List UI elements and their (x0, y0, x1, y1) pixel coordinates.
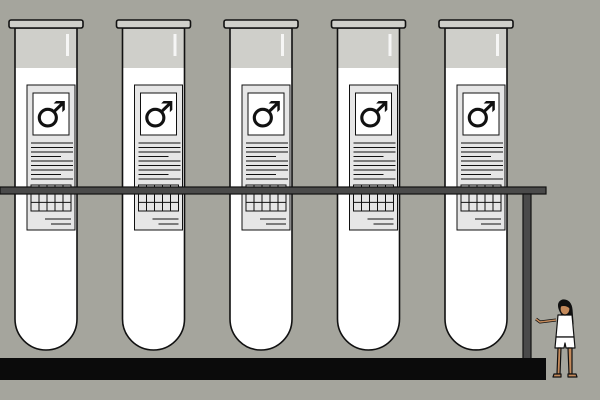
tube-outline (121, 27, 186, 351)
symbol-frame (140, 92, 177, 136)
document-card: ♂ (456, 84, 506, 231)
tube-rim (8, 19, 84, 29)
test-tube: ♂ (223, 19, 299, 351)
tube-highlight (66, 34, 69, 56)
tube-highlight (388, 34, 392, 56)
test-tube: ♂ (330, 19, 407, 351)
tube-outline (229, 27, 293, 351)
tube-outline (444, 27, 508, 351)
rack-base (0, 358, 546, 380)
male-symbol-icon: ♂ (357, 95, 389, 136)
grid-table (353, 184, 394, 212)
grid-table (460, 184, 502, 212)
document-card: ♂ (241, 84, 291, 231)
person-figure (535, 299, 578, 378)
tube-rim (223, 19, 299, 29)
grid-table (138, 184, 179, 212)
symbol-frame (247, 92, 285, 136)
tube-highlight (173, 34, 177, 56)
symbol-frame (462, 92, 500, 136)
tube-highlight (496, 34, 499, 56)
tube-highlight (281, 34, 284, 56)
document-card: ♂ (134, 84, 183, 231)
grid-table (245, 184, 287, 212)
test-tube: ♂ (8, 19, 84, 351)
tube-rim (330, 19, 407, 29)
rack-crossbar (0, 186, 547, 195)
symbol-frame (355, 92, 392, 136)
document-card: ♂ (349, 84, 398, 231)
tube-rim (115, 19, 192, 29)
male-symbol-icon: ♂ (35, 95, 67, 136)
symbol-frame (32, 92, 70, 136)
male-symbol-icon: ♂ (465, 95, 497, 136)
test-tube: ♂ (115, 19, 192, 351)
document-card: ♂ (26, 84, 76, 231)
tube-outline (14, 27, 78, 351)
test-tube: ♂ (438, 19, 514, 351)
male-symbol-icon: ♂ (250, 95, 282, 136)
tube-outline (336, 27, 401, 351)
male-symbol-icon: ♂ (142, 95, 174, 136)
tube-rim (438, 19, 514, 29)
grid-table (30, 184, 72, 212)
rack-upright (522, 193, 532, 361)
